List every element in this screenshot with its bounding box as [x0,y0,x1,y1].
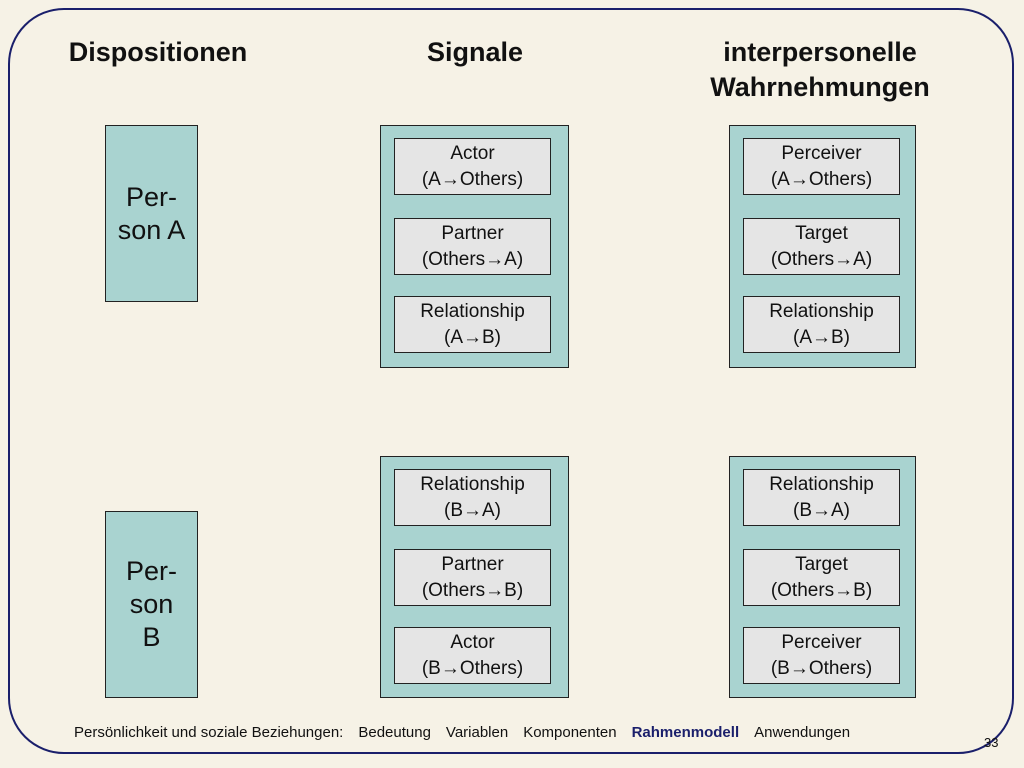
role-name: Partner [441,553,504,575]
role-direction: (Others→A) [421,248,524,270]
footer-nav-item[interactable]: Bedeutung [358,724,431,741]
footer-nav-item[interactable]: Variablen [445,724,509,741]
person-a-box: Per- son A [105,125,198,302]
role-name: Perceiver [781,631,862,653]
role-direction: (Others→B) [770,579,873,601]
role-direction: (A→B) [793,326,850,348]
role-direction: (B→A) [793,499,850,521]
role-cell: Relationship (B→A) [394,469,551,526]
role-direction: (Others→B) [421,579,524,601]
role-name: Target [795,222,848,244]
role-cell: Relationship (A→B) [743,296,900,353]
role-direction: (A→Others) [770,168,873,190]
role-cell: Actor (B→Others) [394,627,551,684]
role-name: Relationship [420,300,525,322]
heading-signals: Signale [426,37,524,67]
role-name: Relationship [769,473,874,495]
role-direction: (B→Others) [770,657,873,679]
person-b-label: Per- son B [125,556,177,652]
role-cell: Relationship (B→A) [743,469,900,526]
role-cell: Target (Others→B) [743,549,900,606]
role-name: Actor [450,142,495,164]
role-direction: (B→Others) [421,657,524,679]
page-number: 33 [984,735,999,750]
heading-dispositions: Dispositionen [68,37,248,67]
role-cell: Partner (Others→A) [394,218,551,275]
heading-perceptions: interpersonelle Wahrnehmungen [680,35,960,105]
footer-nav-item[interactable]: Anwendungen [754,724,851,741]
role-cell: Actor (A→Others) [394,138,551,195]
footer-course-title: Persönlichkeit und soziale Beziehungen: [74,724,344,741]
role-name: Relationship [420,473,525,495]
role-name: Relationship [769,300,874,322]
perceptions-a-group: Perceiver (A→Others) Target (Others→A) Relat… [729,125,916,368]
role-direction: (A→Others) [421,168,524,190]
role-name: Perceiver [781,142,862,164]
slide-frame [8,8,1014,754]
role-name: Actor [450,631,495,653]
signals-b-group: Relationship (B→A) Partner (Others→B) Actor (… [380,456,569,698]
role-direction: (Others→A) [770,248,873,270]
footer-nav: Persönlichkeit und soziale Beziehungen: … [74,724,850,741]
role-cell: Relationship (A→B) [394,296,551,353]
perceptions-b-group: Relationship (B→A) Target (Others→B) Perceiv… [729,456,916,698]
role-cell: Perceiver (A→Others) [743,138,900,195]
person-a-label: Per- son A [117,181,186,245]
heading-perceptions-line2: Wahrnehmungen [710,72,930,102]
role-direction: (A→B) [444,326,501,348]
footer-nav-item[interactable]: Rahmenmodell [631,724,740,741]
signals-a-group: Actor (A→Others) Partner (Others→A) Relation… [380,125,569,368]
role-direction: (B→A) [444,499,501,521]
role-cell: Partner (Others→B) [394,549,551,606]
role-cell: Target (Others→A) [743,218,900,275]
footer-nav-item[interactable]: Komponenten [523,724,617,741]
heading-perceptions-line1: interpersonelle [723,37,917,67]
role-cell: Perceiver (B→Others) [743,627,900,684]
person-b-box: Per- son B [105,511,198,698]
role-name: Partner [441,222,504,244]
role-name: Target [795,553,848,575]
